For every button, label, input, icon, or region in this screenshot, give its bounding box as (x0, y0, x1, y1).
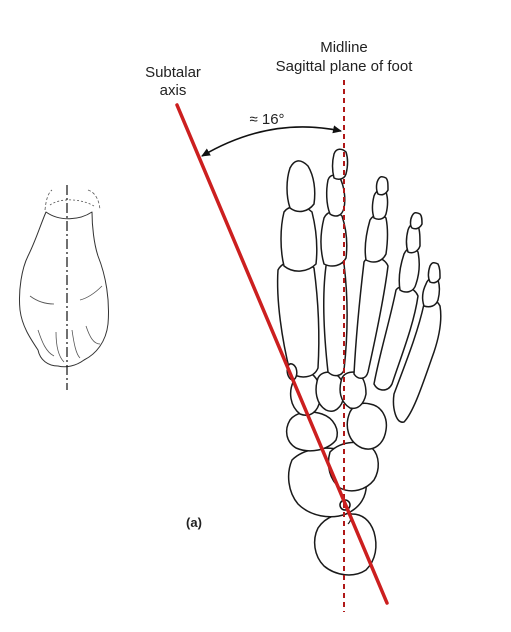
angle-arc-arrow (201, 125, 342, 157)
foot-sketch-icon (19, 185, 109, 390)
sagittal-plane-label: Sagittal plane of foot (276, 58, 414, 75)
angle-label: ≈ 16° (249, 111, 284, 128)
panel-label: (a) (186, 515, 202, 530)
foot-skeleton-icon (276, 148, 442, 576)
subtalar-axis-line (175, 103, 389, 605)
subtalar-axis-label-line1: Subtalar (145, 64, 201, 81)
midline-label: Midline (320, 39, 368, 56)
subtalar-axis-label-line2: axis (160, 82, 187, 99)
